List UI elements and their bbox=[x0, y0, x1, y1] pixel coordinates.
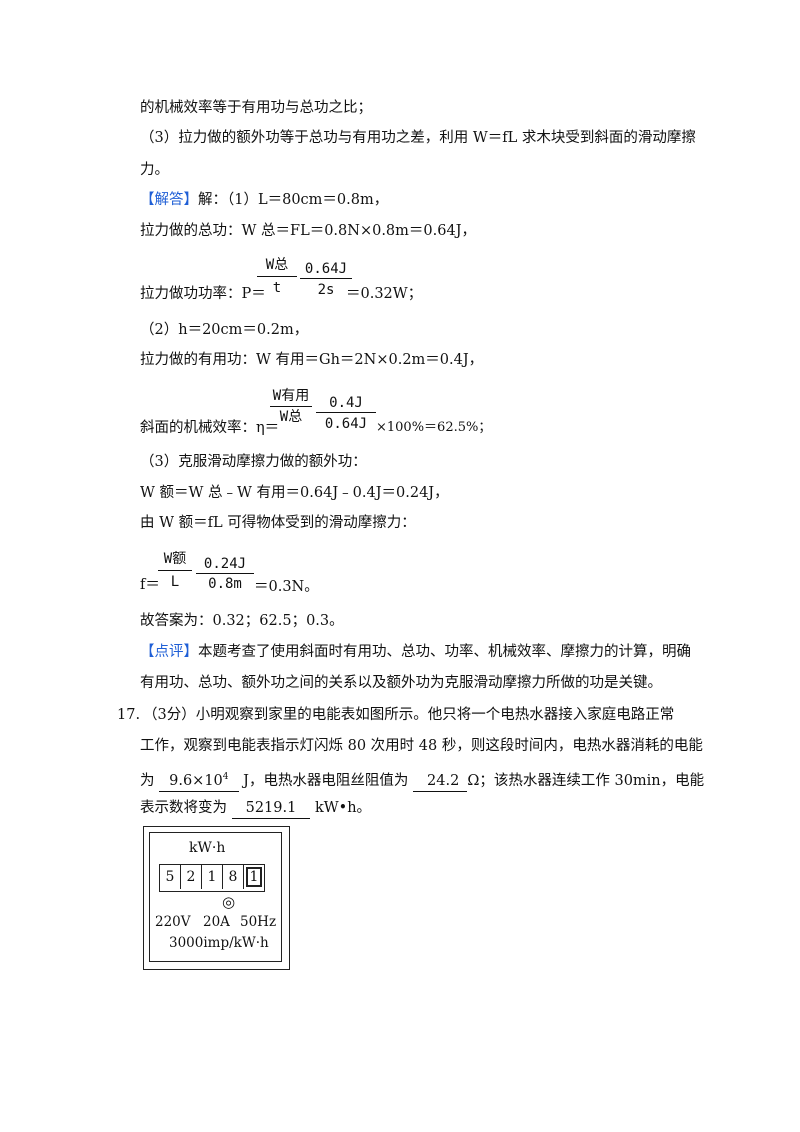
answer-tag: 【解答】 bbox=[140, 192, 198, 208]
final-answer: 故答案为：0.32；62.5；0.3。 bbox=[140, 613, 344, 629]
power-result: ＝0.32W； bbox=[346, 286, 423, 302]
question-line-2: 工作，观察到电能表指示灯闪烁 80 次用时 48 秒，则这段时间内，电热水器消耗… bbox=[140, 738, 703, 754]
power-frac1-den: t bbox=[272, 280, 282, 296]
comment-tag: 【点评】 bbox=[140, 644, 198, 660]
efficiency-result: ×100%＝62.5%； bbox=[376, 420, 492, 435]
indicator-light-icon: ◎ bbox=[222, 893, 236, 911]
fraction-bar bbox=[257, 276, 297, 277]
total-work-line: 拉力做的总功：W 总＝FL＝0.8N×0.8m＝0.64J， bbox=[140, 223, 477, 239]
meter-frequency: 50Hz bbox=[240, 914, 277, 930]
meter-decimal-digit: 1 bbox=[244, 865, 264, 889]
question-text: J，电热水器电阻丝阻值为 bbox=[243, 772, 409, 789]
friction-frac2-den: 0.8m bbox=[208, 576, 242, 592]
text-line: （3）拉力做的额外功等于总功与有用功之差，利用 W＝fL 求木块受到斜面的滑动摩… bbox=[140, 130, 696, 146]
eff-frac2-den: 0.64J bbox=[324, 416, 368, 432]
friction-prefix: f＝ bbox=[140, 577, 160, 593]
question-text: Ω；该热水器连续工作 30min，电能 bbox=[467, 772, 705, 789]
useful-work-line: 拉力做的有用功：W 有用＝Gh＝2N×0.2m＝0.4J， bbox=[140, 352, 484, 368]
power-frac2-den: 2s bbox=[317, 282, 335, 298]
meter-digit: 8 bbox=[223, 865, 244, 889]
text-line: 力。 bbox=[140, 162, 169, 178]
extra-work-line-1: （3）克服滑动摩擦力做的额外功： bbox=[140, 454, 367, 470]
meter-unit: kW·h bbox=[189, 840, 226, 856]
friction-result: ＝0.3N。 bbox=[254, 579, 319, 595]
question-text: kW•h。 bbox=[314, 800, 372, 816]
comment-line-2: 有用功、总功、额外功之间的关系以及额外功为克服滑动摩擦力所做的功是关键。 bbox=[140, 675, 662, 691]
fraction-bar bbox=[270, 406, 312, 407]
answer-blank-resistance: 24.2 bbox=[413, 771, 468, 792]
power-frac1-num: W总 bbox=[265, 257, 289, 273]
extra-work-line-3: 由 W 额＝fL 可得物体受到的滑动摩擦力： bbox=[140, 515, 416, 531]
answer-blank-energy: 9.6×104 bbox=[159, 767, 239, 792]
question-number: 17. bbox=[117, 707, 141, 723]
meter-digit-display: 5 2 1 8 1 bbox=[159, 864, 265, 892]
meter-constant: 3000imp/kW·h bbox=[169, 935, 269, 951]
text-line: 的机械效率等于有用功与总功之比； bbox=[140, 100, 372, 116]
meter-current: 20A bbox=[203, 914, 230, 930]
comment-line: 【点评】本题考查了使用斜面时有用功、总功、功率、机械效率、摩擦力的计算，明确 bbox=[140, 642, 691, 662]
answer-blank-reading: 5219.1 bbox=[231, 798, 311, 819]
meter-digit: 2 bbox=[181, 865, 202, 889]
h-line: （2）h＝20cm＝0.2m， bbox=[140, 322, 309, 338]
question-text: 表示数将变为 bbox=[140, 800, 227, 816]
answer-text: 解：（1）L＝80cm＝0.8m， bbox=[198, 192, 389, 208]
answer-energy-exp: 4 bbox=[222, 772, 229, 782]
fraction-bar bbox=[196, 573, 254, 574]
eff-frac1-den: W总 bbox=[279, 409, 303, 425]
fraction-bar bbox=[158, 570, 192, 571]
question-line-4: 表示数将变为 5219.1 kW•h。 bbox=[140, 798, 371, 819]
meter-voltage: 220V bbox=[155, 914, 191, 930]
meter-panel bbox=[149, 832, 282, 962]
friction-frac1-num: W额 bbox=[163, 551, 187, 567]
meter-digit: 1 bbox=[202, 865, 223, 889]
eff-frac2-num: 0.4J bbox=[329, 395, 363, 411]
comment-text: 本题考查了使用斜面时有用功、总功、功率、机械效率、摩擦力的计算，明确 bbox=[198, 644, 691, 660]
power-prefix: 拉力做功功率：P＝ bbox=[140, 286, 266, 302]
meter-digit: 5 bbox=[160, 865, 181, 889]
fraction-bar bbox=[300, 278, 352, 279]
power-frac2-num: 0.64J bbox=[304, 261, 348, 277]
meter-figure-frame bbox=[143, 826, 290, 970]
question-line-1: （3分）小明观察到家里的电能表如图所示。他只将一个电热水器接入家庭电路正常 bbox=[143, 707, 675, 723]
answer-energy-base: 9.6×10 bbox=[169, 772, 223, 789]
answer-line: 【解答】解：（1）L＝80cm＝0.8m， bbox=[140, 190, 388, 210]
friction-frac1-den: L bbox=[170, 574, 180, 590]
extra-work-line-2: W 额＝W 总﹣W 有用＝0.64J﹣0.4J＝0.24J， bbox=[140, 485, 449, 501]
fraction-bar bbox=[316, 412, 376, 413]
efficiency-prefix: 斜面的机械效率：η＝ bbox=[140, 420, 280, 436]
friction-frac2-num: 0.24J bbox=[203, 556, 247, 572]
question-text: 为 bbox=[140, 772, 155, 789]
eff-frac1-num: W有用 bbox=[272, 388, 310, 404]
